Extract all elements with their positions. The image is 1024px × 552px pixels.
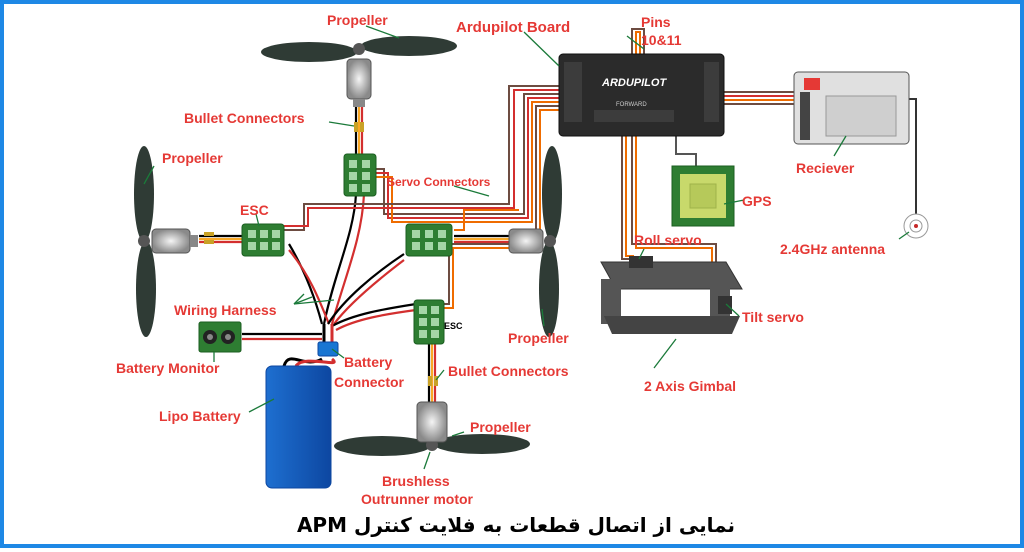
label-pins-numbers: 10&11 [641,32,682,48]
board-forward-text: FORWARD [616,102,647,108]
propeller-left [134,146,156,337]
motor-top [346,58,372,107]
wiring-harness-wires [199,104,509,404]
label-wiring-harness: Wiring Harness [174,302,277,318]
label-esc-bottom: ESC [444,321,463,331]
label-battery-connector-2: Connector [334,374,404,390]
board-logo-text: ARDUPILOT [601,77,667,89]
label-ardupilot-board: Ardupilot Board [456,19,571,36]
battery-connector [317,341,339,357]
label-propeller-top: Propeller [327,12,388,28]
propeller-top [261,36,457,62]
esc-left [241,223,285,257]
label-two-axis-gimbal: 2 Axis Gimbal [644,378,737,394]
label-reciever: Reciever [796,160,855,176]
label-propeller-right: Propeller [508,330,569,346]
esc-bottom [413,299,445,345]
leader-lines [143,25,910,470]
label-outrunner-motor: Outrunner motor [361,491,473,507]
label-battery-monitor: Battery Monitor [116,360,220,376]
gps-module [671,165,735,227]
battery-monitor [198,321,242,353]
apm-wiring-diagram: ARDUPILOT FORWARD [134,25,929,489]
label-bullet-connectors-top: Bullet Connectors [184,110,305,126]
esc-right [405,223,453,257]
label-battery-connector-1: Battery [344,354,393,370]
label-brushless: Brushless [382,473,450,489]
ardupilot-board: ARDUPILOT FORWARD [558,53,725,137]
antenna [903,213,929,239]
label-tilt-servo: Tilt servo [742,309,804,325]
esc-top [343,153,377,197]
motor-right [508,228,544,254]
lipo-battery [265,365,332,489]
diagram-caption: نمایی از اتصال قطعات به فلایت کنترل APM [296,513,736,537]
receiver [793,71,910,145]
label-lipo-battery: Lipo Battery [159,408,241,424]
two-axis-gimbal [600,256,743,334]
label-gps: GPS [742,193,772,209]
bullet-connectors [204,122,438,386]
propeller-right [539,146,562,337]
brushless-outrunner-motor [416,401,448,443]
label-bullet-connectors-bottom: Bullet Connectors [448,363,569,379]
label-propeller-bottom: Propeller [470,419,531,435]
label-pins: Pins [641,14,671,30]
motor-left [151,228,198,254]
label-esc-left: ESC [240,202,269,218]
label-propeller-left: Propeller [162,150,223,166]
label-roll-servo: Roll servo [634,232,702,248]
label-servo-connectors: Servo Connectors [387,175,491,189]
label-antenna: 2.4GHz antenna [780,241,886,257]
